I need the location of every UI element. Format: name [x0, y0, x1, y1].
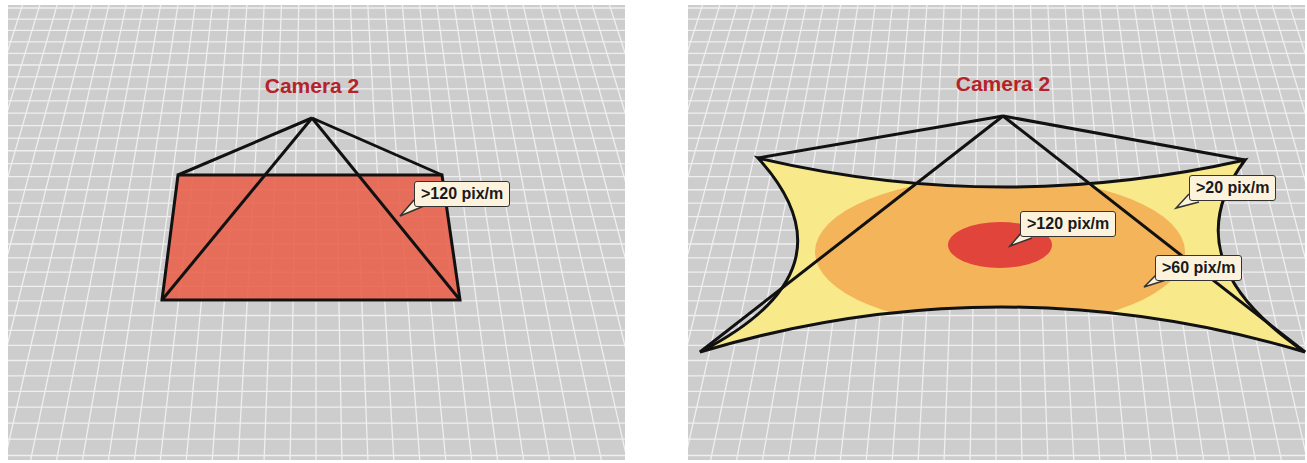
- view-frustum: [162, 118, 460, 300]
- floor-grid: [688, 5, 1305, 460]
- callout-text: >20 pix/m: [1196, 179, 1269, 196]
- resolution-callout: >20 pix/m: [1189, 175, 1276, 201]
- resolution-callout: >60 pix/m: [1155, 255, 1242, 281]
- coverage-area: [700, 158, 1305, 352]
- resolution-callout: >120 pix/m: [414, 181, 510, 207]
- camera-label: Camera 2: [265, 74, 360, 98]
- zone-60: [815, 177, 1185, 327]
- floor-grid: [8, 5, 625, 460]
- callout-text: >60 pix/m: [1162, 259, 1235, 276]
- resolution-callout: >120 pix/m: [1020, 211, 1116, 237]
- callout-text: >120 pix/m: [1027, 215, 1109, 232]
- camera-label: Camera 2: [956, 72, 1051, 96]
- callout-text: >120 pix/m: [421, 185, 503, 202]
- coverage-outline: [700, 158, 1305, 352]
- view-frustum: [700, 116, 1305, 352]
- callout-tail: [400, 194, 1199, 287]
